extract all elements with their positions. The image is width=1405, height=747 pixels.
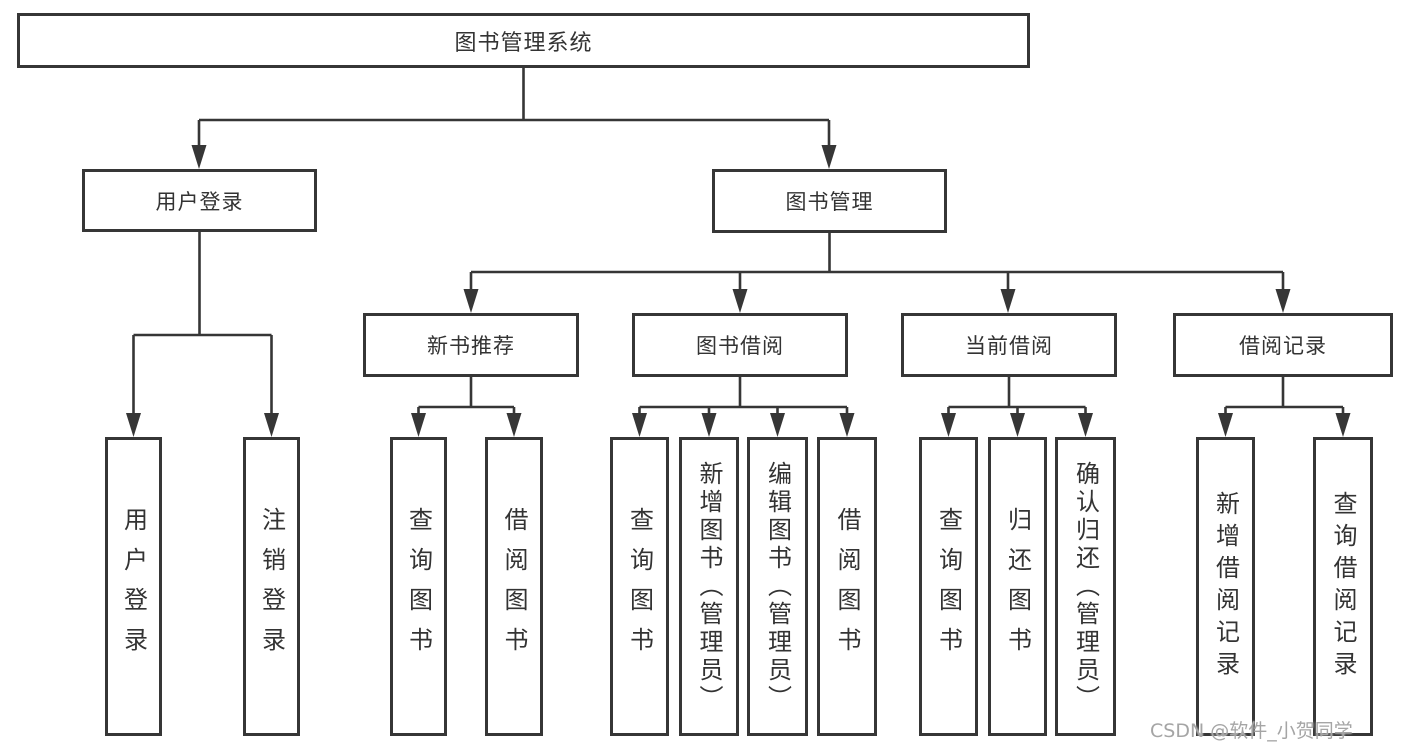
leaf-confirm-return-admin: 确认归还（管理员） xyxy=(1055,437,1116,736)
node-book-management: 图书管理 xyxy=(712,169,947,233)
node-new-book-recommend: 新书推荐 xyxy=(363,313,579,377)
leaf-add-borrow-record: 新增借阅记录 xyxy=(1196,437,1255,736)
leaf-query-books-1: 查询图书 xyxy=(390,437,447,736)
leaf-borrow-books-1: 借阅图书 xyxy=(485,437,543,736)
leaf-logout: 注销登录 xyxy=(243,437,300,736)
leaf-query-books-3: 查询图书 xyxy=(919,437,978,736)
leaf-return-book: 归还图书 xyxy=(988,437,1047,736)
node-borrow-records: 借阅记录 xyxy=(1173,313,1393,377)
watermark-text: CSDN @软件_小贺同学 xyxy=(1150,720,1353,742)
leaf-borrow-books-2: 借阅图书 xyxy=(817,437,877,736)
node-root: 图书管理系统 xyxy=(17,13,1030,68)
leaf-add-book-admin: 新增图书（管理员） xyxy=(679,437,739,736)
leaf-user-login: 用户登录 xyxy=(105,437,162,736)
node-current-borrow: 当前借阅 xyxy=(901,313,1117,377)
leaf-query-borrow-record: 查询借阅记录 xyxy=(1313,437,1373,736)
node-user-login: 用户登录 xyxy=(82,169,317,232)
node-book-borrow: 图书借阅 xyxy=(632,313,848,377)
leaf-edit-book-admin: 编辑图书（管理员） xyxy=(747,437,808,736)
leaf-query-books-2: 查询图书 xyxy=(610,437,669,736)
